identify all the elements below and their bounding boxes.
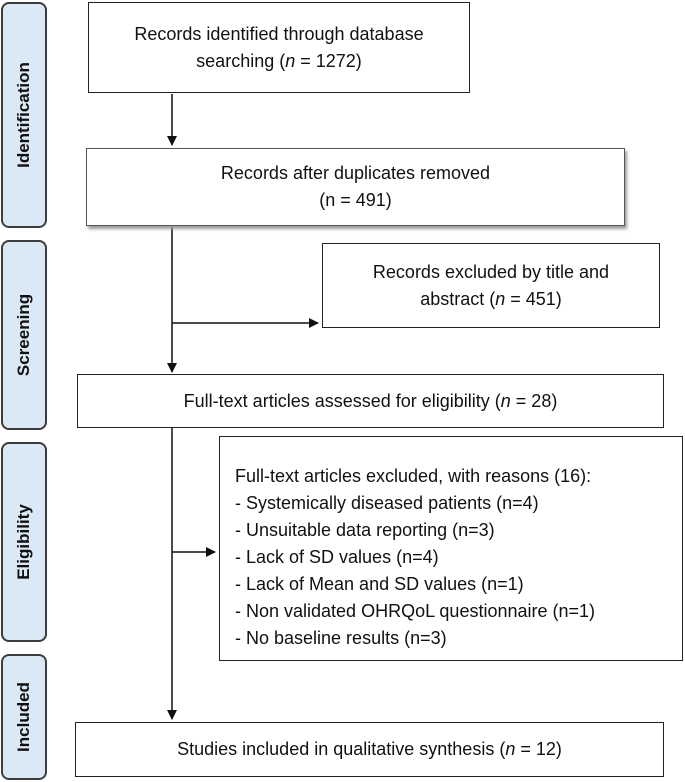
- excluded-title-n: n: [495, 288, 506, 309]
- records-identified-line1: Records identified through database: [134, 23, 424, 44]
- records-identified-n: n: [285, 50, 296, 71]
- excluded-title-pre: abstract (: [420, 288, 496, 309]
- after-duplicates-line1: Records after duplicates removed: [220, 163, 491, 183]
- fulltext-assessed-pre: Full-text articles assessed for eligibil…: [183, 390, 501, 411]
- exclusion-reason: - Lack of Mean and SD values (n=1): [235, 574, 524, 594]
- records-identified-pre: searching (: [196, 50, 286, 71]
- exclusion-reason: - Non validated OHRQoL questionnaire (n=…: [235, 601, 596, 621]
- exclusion-reason: - Unsuitable data reporting (n=3): [235, 520, 495, 540]
- excluded-title-post: = 451): [505, 288, 562, 309]
- box-fulltext-excluded: Full-text articles excluded, with reason…: [219, 436, 683, 661]
- phase-included: Included: [1, 654, 47, 780]
- after-duplicates-line2: (n = 491): [319, 190, 392, 210]
- records-identified-post: = 1272): [295, 50, 362, 71]
- included-pre: Studies included in qualitative synthesi…: [177, 739, 506, 759]
- included-n: n: [505, 739, 516, 759]
- phase-eligibility: Eligibility: [1, 442, 47, 642]
- box-fulltext-assessed: Full-text articles assessed for eligibil…: [77, 374, 664, 428]
- fulltext-assessed-post: = 28): [510, 390, 558, 411]
- fulltext-excluded-heading: Full-text articles excluded, with reason…: [235, 466, 592, 486]
- excluded-title-line1: Records excluded by title and: [372, 261, 610, 282]
- exclusion-reason: - Systemically diseased patients (n=4): [235, 493, 539, 513]
- box-studies-included: Studies included in qualitative synthesi…: [75, 722, 664, 777]
- box-excluded-title-abstract: Records excluded by title and abstract (…: [322, 243, 660, 328]
- exclusion-reason: - No baseline results (n=3): [235, 628, 447, 648]
- phase-identification: Identification: [1, 2, 47, 228]
- included-post: = 12): [515, 739, 562, 759]
- box-records-identified: Records identified through database sear…: [88, 2, 470, 93]
- box-after-duplicates: Records after duplicates removed (n = 49…: [86, 148, 625, 226]
- fulltext-assessed-n: n: [500, 390, 511, 411]
- phase-screening: Screening: [1, 240, 47, 430]
- exclusion-reason: - Lack of SD values (n=4): [235, 547, 439, 567]
